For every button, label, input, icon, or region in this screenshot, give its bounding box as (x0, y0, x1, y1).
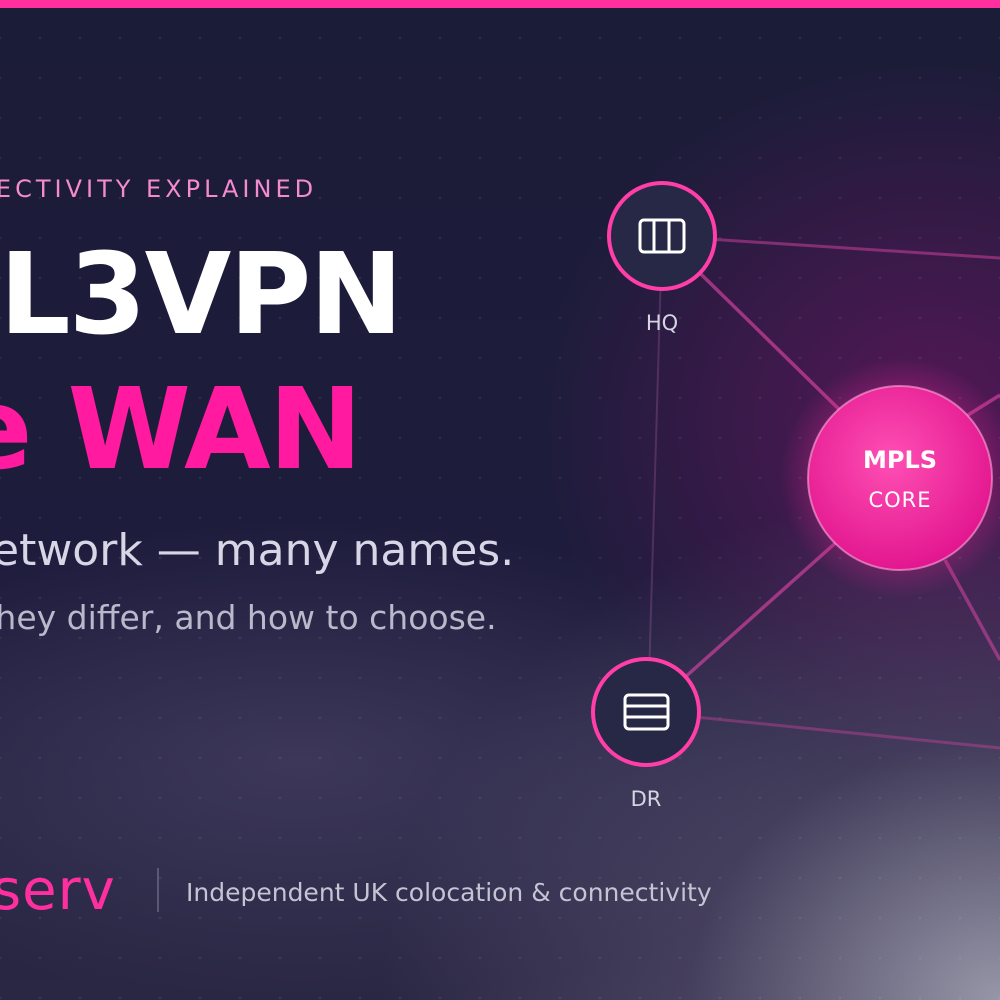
core-subtitle: CORE (868, 488, 931, 512)
columns-icon (638, 218, 686, 254)
hq-node: HQ (607, 181, 717, 335)
rows-icon (623, 693, 670, 731)
headline-line-2: te WAN (0, 365, 362, 495)
accent-top-bar (0, 0, 1000, 8)
subtitle: etwork — many names. (0, 525, 515, 576)
brand-tagline: Independent UK colocation & connectivity (186, 878, 712, 907)
core-title: MPLS (863, 446, 937, 474)
hq-label: HQ (646, 311, 678, 335)
eyebrow-text: NNECTIVITY EXPLAINED (0, 175, 318, 203)
headline-line-1: N • L3VPN (0, 230, 403, 360)
dr-label: DR (631, 787, 662, 811)
dr-node: DR (591, 657, 701, 811)
description: w they differ, and how to choose. (0, 598, 497, 637)
mpls-core-node: MPLS CORE (780, 358, 1000, 598)
headline-right-term: L3VPN (0, 230, 403, 360)
brand-logo: serv (0, 858, 116, 923)
footer-divider (157, 868, 159, 912)
